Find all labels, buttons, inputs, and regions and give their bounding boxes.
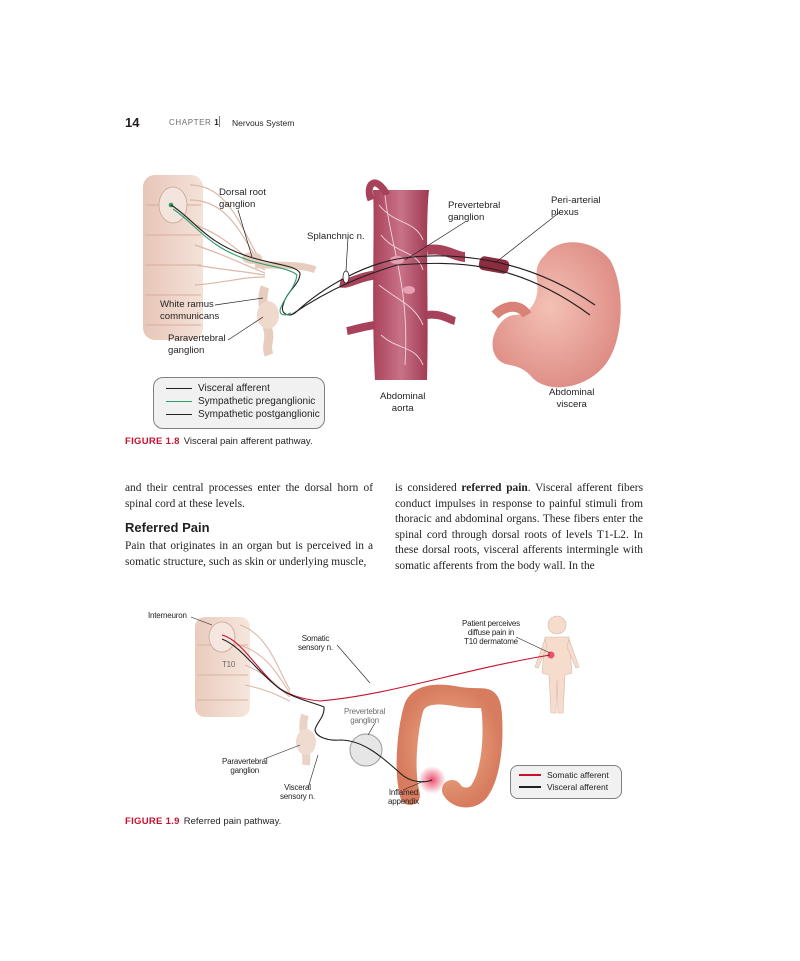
label-paravertebral-ganglion-2: Paravertebral ganglion (222, 757, 268, 775)
legend-row-visceral-afferent: Visceral afferent (166, 383, 270, 394)
label-dorsal-root-ganglion: Dorsal root ganglion (219, 187, 266, 210)
figure-1-8: Dorsal root ganglion Splanchnic n. Preve… (135, 165, 655, 430)
figure-1-9-number: FIGURE 1.9 (125, 816, 180, 827)
left-paragraph-1: and their central processes enter the do… (125, 482, 373, 510)
spinal-cord-illustration-2 (195, 617, 250, 717)
label-prevertebral-ganglion: Prevertebral ganglion (448, 200, 501, 223)
figure-1-8-number: FIGURE 1.8 (125, 436, 180, 447)
figure-1-8-caption-text: Visceral pain afferent pathway. (183, 436, 313, 447)
label-abdominal-aorta: Abdominal aorta (380, 391, 426, 414)
stomach-illustration (491, 242, 621, 388)
legend-label-somatic-afferent: Somatic afferent (547, 770, 609, 780)
label-somatic-sensory: Somatic sensory n. (298, 634, 333, 652)
label-t10: T10 (222, 660, 236, 669)
figure-1-8-illustration (143, 175, 621, 388)
label-paravertebral-ganglion: Paravertebral ganglion (168, 333, 226, 356)
term-referred-pain: referred pain (461, 482, 528, 494)
legend-line-sympathetic-preganglionic (166, 400, 192, 403)
figure-1-9-legend: Somatic afferent Visceral afferent (510, 765, 622, 799)
right-paragraph: is considered referred pain. Visceral af… (395, 481, 643, 574)
section-heading-referred-pain: Referred Pain (125, 520, 210, 535)
legend-line-visceral-afferent (166, 387, 192, 390)
legend-row-sympathetic-preganglionic: Sympathetic preganglionic (166, 396, 315, 407)
label-inflamed-appendix: Inflamed appendix (388, 788, 419, 806)
right-text-rest: . Visceral afferent fibers conduct impul… (395, 482, 643, 572)
legend-line-sympathetic-postganglionic (166, 413, 192, 416)
label-abdominal-viscera: Abdominal viscera (549, 387, 595, 410)
legend-row-somatic-afferent: Somatic afferent (519, 770, 609, 780)
section-title: Nervous System (232, 118, 295, 128)
page-number: 14 (125, 115, 140, 130)
label-visceral-sensory: Visceral sensory n. (280, 783, 315, 801)
legend-line-somatic-afferent (519, 774, 541, 776)
label-periarterial-plexus: Peri-arterial plexus (551, 195, 601, 218)
chapter-number: 1 (214, 118, 220, 127)
legend-label-visceral-afferent-2: Visceral afferent (547, 782, 609, 792)
legend-label-visceral-afferent: Visceral afferent (198, 383, 270, 394)
label-interneuron: Interneuron (148, 611, 187, 620)
header-separator (219, 116, 220, 127)
left-paragraph-2: Pain that originates in an organ but is … (125, 540, 373, 568)
figure-1-8-legend: Visceral afferent Sympathetic preganglio… (153, 377, 325, 429)
legend-label-sympathetic-postganglionic: Sympathetic postganglionic (198, 409, 320, 420)
left-column-continued: Pain that originates in an organ but is … (125, 539, 373, 570)
chapter-label: CHAPTER 1 (169, 118, 219, 127)
label-white-ramus: White ramus communicans (160, 299, 220, 322)
aorta-illustration (339, 179, 466, 380)
right-text-start: is considered (395, 482, 462, 494)
legend-label-sympathetic-preganglionic: Sympathetic preganglionic (198, 396, 316, 407)
right-column: is considered referred pain. Visceral af… (395, 481, 643, 574)
patient-figure (534, 615, 580, 714)
legend-row-sympathetic-postganglionic: Sympathetic postganglionic (166, 409, 320, 420)
legend-line-visceral-afferent-2 (519, 786, 541, 788)
left-column: and their central processes enter the do… (125, 481, 373, 512)
label-splanchnic: Splanchnic n. (307, 231, 365, 242)
figure-1-9-illustration (190, 615, 580, 808)
label-prevertebral-ganglion-2: Prevertebral ganglion (344, 707, 386, 725)
figure-1-9: Interneuron Somatic sensory n. T10 Patie… (140, 605, 640, 815)
legend-row-visceral-afferent-2: Visceral afferent (519, 782, 608, 792)
figure-1-9-caption-text: Referred pain pathway. (183, 816, 282, 827)
label-patient-perceives: Patient perceives diffuse pain in T10 de… (462, 619, 520, 646)
chapter-word: CHAPTER (169, 118, 212, 127)
